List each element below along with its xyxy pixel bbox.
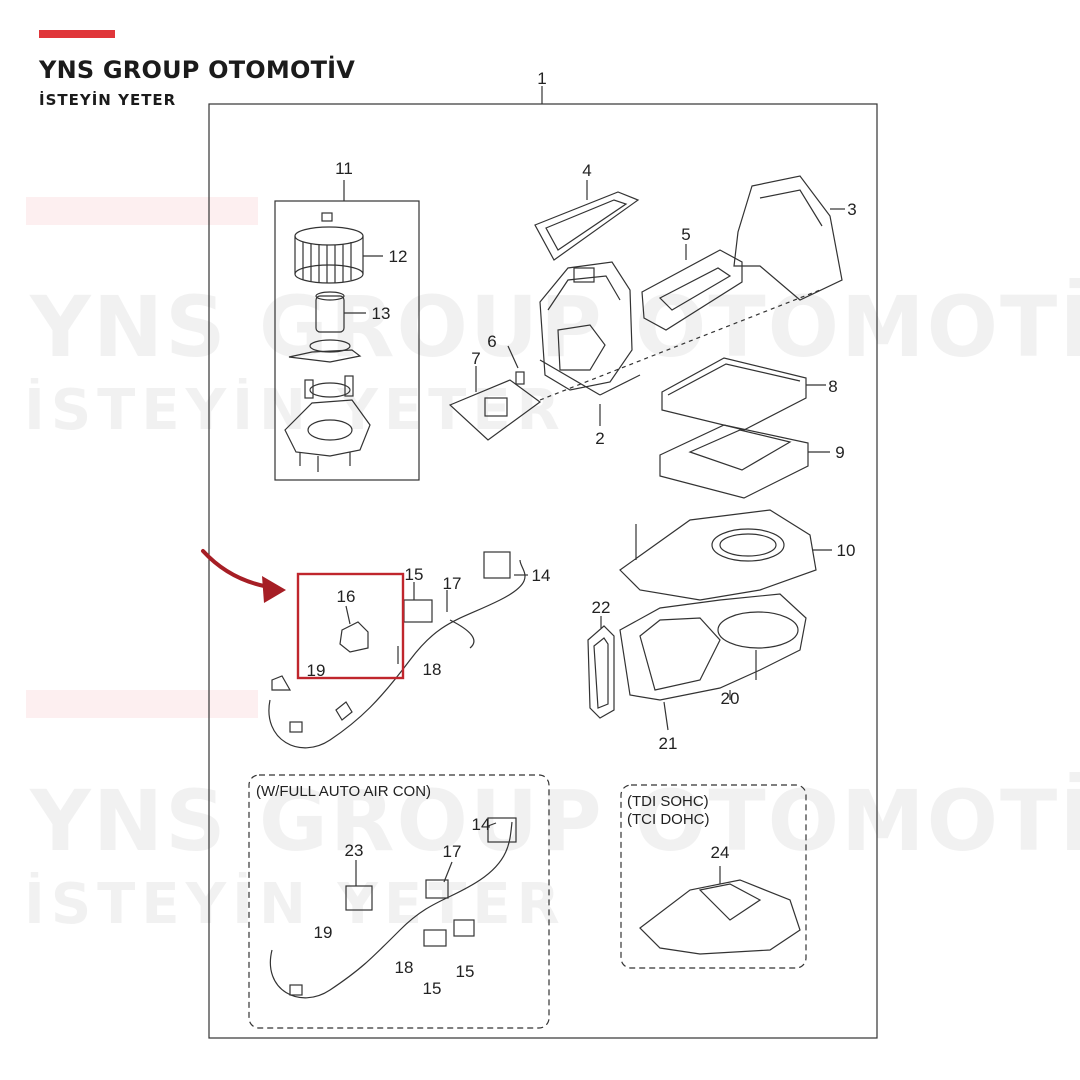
leader-line (487, 822, 497, 827)
engine-option-box (620, 784, 807, 969)
blower-lower-case-part (619, 593, 807, 701)
brand-tagline: İSTEYİN YETER (39, 91, 177, 109)
recirc-duct-part (759, 189, 823, 227)
callout-7: 7 (471, 349, 480, 368)
filter-frame-part (658, 267, 732, 311)
callout-2: 2 (595, 429, 604, 448)
auto-ac-harness-part (269, 817, 517, 999)
callout-17-auto: 17 (443, 842, 462, 861)
callout-21: 21 (659, 734, 678, 753)
callout-22: 22 (592, 598, 611, 617)
auto-ac-box (248, 774, 550, 1029)
callout-13: 13 (372, 304, 391, 323)
intake-case-part (539, 261, 641, 396)
callout-23: 23 (345, 841, 364, 860)
highlight-box (296, 572, 405, 680)
wiring-harness-part (268, 551, 526, 749)
brand-name: YNS GROUP OTOMOTİV (39, 56, 356, 84)
callout-6: 6 (487, 332, 496, 351)
actuator-bracket-part (448, 379, 542, 441)
callout-24: 24 (711, 843, 730, 862)
blower-motor-part (288, 291, 362, 363)
callout-5: 5 (681, 225, 690, 244)
callout-9: 9 (835, 443, 844, 462)
callout-18: 18 (423, 660, 442, 679)
clip-part (515, 371, 525, 385)
air-filter-part (667, 363, 801, 396)
callout-4: 4 (582, 161, 591, 180)
leader-line (507, 345, 519, 369)
brand-accent-bar (39, 30, 115, 38)
filter-cover-part (659, 424, 809, 499)
leader-line (345, 605, 351, 625)
blower-motor-box (274, 200, 420, 481)
callout-19: 19 (307, 661, 326, 680)
callout-1: 1 (537, 69, 546, 88)
filter-cover-part (688, 429, 792, 471)
callout-16: 16 (337, 587, 356, 606)
seal-part (587, 625, 615, 719)
callout-14: 14 (532, 566, 551, 585)
callout-15: 15 (405, 565, 424, 584)
seal-part (593, 637, 609, 709)
callout-20: 20 (721, 689, 740, 708)
air-filter-part (661, 357, 807, 431)
callout-15-auto-b: 15 (456, 962, 475, 981)
engine-box-line1: (TDI SOHC) (627, 793, 709, 810)
diagram-frame (208, 103, 878, 1039)
actuator-part (484, 397, 508, 417)
callout-3: 3 (847, 200, 856, 219)
blower-resistor-part (339, 621, 369, 653)
callout-10: 10 (837, 541, 856, 560)
blower-fan-part (294, 212, 364, 284)
leader-line (443, 861, 453, 883)
duct-24-part (698, 883, 762, 921)
blower-upper-case-part (619, 509, 817, 601)
callout-8: 8 (828, 377, 837, 396)
watermark-bar (26, 690, 258, 718)
engine-box-line2: (TCI DOHC) (627, 811, 710, 828)
screw-part (663, 701, 669, 731)
duct-24-part (639, 879, 801, 955)
assembly-line (539, 289, 821, 401)
arrow-head-icon (262, 576, 286, 603)
motor-housing-part (284, 375, 371, 472)
callout-15-auto: 15 (423, 979, 442, 998)
callout-19-auto: 19 (314, 923, 333, 942)
auto-ac-box-title: (W/FULL AUTO AIR CON) (256, 783, 431, 800)
gasket-part (534, 191, 640, 261)
watermark-bar (26, 197, 258, 225)
callout-11: 11 (335, 159, 353, 178)
callout-14-auto: 14 (472, 815, 491, 834)
gasket-part (545, 199, 628, 251)
recirc-duct-part (733, 175, 843, 301)
callout-12: 12 (389, 247, 408, 266)
filter-frame-part (641, 249, 743, 331)
callout-17: 17 (443, 574, 462, 593)
callout-18-auto: 18 (395, 958, 414, 977)
